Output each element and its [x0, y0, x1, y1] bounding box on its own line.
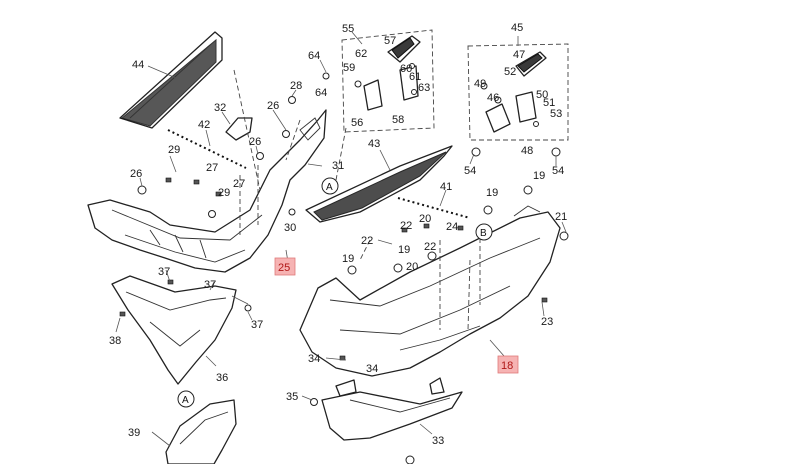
callout-60: 60 — [400, 63, 412, 75]
callout-52: 52 — [504, 66, 516, 78]
callout-37: 37 — [204, 279, 216, 291]
callout-57: 57 — [384, 35, 396, 47]
callout-50: 50 — [536, 89, 548, 101]
callout-58: 58 — [392, 114, 404, 126]
callout-38: 38 — [109, 335, 121, 347]
part-41-trim-strip — [397, 197, 471, 219]
callout-37: 37 — [251, 319, 263, 331]
part-36-lower-left-cover — [111, 275, 237, 385]
callout-34: 34 — [308, 353, 320, 365]
svg-text:A: A — [182, 395, 189, 406]
callout-26: 26 — [130, 168, 142, 180]
callout-30: 30 — [284, 222, 296, 234]
callout-20: 20 — [406, 261, 418, 273]
callout-46: 46 — [487, 92, 499, 104]
callout-42: 42 — [198, 119, 210, 131]
callout-39: 39 — [128, 427, 140, 439]
part-18-right-cover — [299, 205, 561, 377]
callout-19: 19 — [342, 253, 354, 265]
callout-19: 19 — [486, 187, 498, 199]
callout-41: 41 — [440, 181, 452, 193]
callout-43: 43 — [368, 138, 380, 150]
callout-55: 55 — [342, 23, 354, 35]
callout-labels: 44 32 42 26 26 26 28 64 64 55 62 59 57 6… — [109, 22, 567, 447]
highlighted-callout-25: 25 — [274, 257, 296, 276]
highlighted-callout-18: 18 — [497, 355, 519, 374]
callout-64: 64 — [315, 87, 327, 99]
callout-47: 47 — [513, 49, 525, 61]
callout-22: 22 — [424, 241, 436, 253]
callout-61: 61 — [409, 71, 421, 83]
callout-56: 56 — [351, 117, 363, 129]
part-43-upper-right-panel — [305, 145, 453, 223]
callout-23: 23 — [541, 316, 553, 328]
callout-54: 54 — [552, 165, 564, 177]
callout-33: 33 — [432, 435, 444, 447]
highlighted-label-18: 18 — [501, 360, 513, 372]
callout-22: 22 — [361, 235, 373, 247]
callout-20: 20 — [419, 213, 431, 225]
callout-36: 36 — [216, 372, 228, 384]
callout-27: 27 — [206, 162, 218, 174]
callout-26: 26 — [249, 136, 261, 148]
callout-29: 29 — [168, 144, 180, 156]
part-25-left-cover — [87, 109, 327, 273]
part-32-cap — [225, 117, 253, 141]
callout-29: 29 — [218, 187, 230, 199]
reference-marker-a-upper: A — [321, 177, 339, 195]
callout-64: 64 — [308, 50, 320, 62]
footrest-bracket-group-45 — [467, 43, 569, 141]
callout-19: 19 — [398, 244, 410, 256]
callout-53: 53 — [550, 108, 562, 120]
callout-48: 48 — [521, 145, 533, 157]
highlighted-label-25: 25 — [278, 262, 290, 274]
part-44-upper-panel — [119, 31, 223, 129]
callout-28: 28 — [290, 80, 302, 92]
callout-63: 63 — [418, 82, 430, 94]
callout-32: 32 — [214, 102, 226, 114]
reference-marker-b: B — [475, 223, 493, 241]
reference-marker-a-lower: A — [177, 390, 195, 408]
callout-31: 31 — [332, 160, 344, 172]
callout-22: 22 — [400, 220, 412, 232]
callout-51: 51 — [543, 97, 555, 109]
part-39-bottom-cover — [165, 399, 237, 464]
svg-text:B: B — [480, 228, 487, 239]
callout-19: 19 — [533, 170, 545, 182]
svg-text:A: A — [326, 182, 333, 193]
callout-24: 24 — [446, 221, 458, 233]
callout-59: 59 — [343, 62, 355, 74]
callout-44: 44 — [132, 59, 144, 71]
callout-34: 34 — [366, 363, 378, 375]
callout-49: 49 — [474, 78, 486, 90]
footrest-bracket-group-55 — [341, 29, 435, 133]
callout-45: 45 — [511, 22, 523, 34]
callout-21: 21 — [555, 211, 567, 223]
callout-37: 37 — [158, 266, 170, 278]
callout-26: 26 — [267, 100, 279, 112]
callout-54: 54 — [464, 165, 476, 177]
fasteners — [119, 72, 569, 464]
callout-27: 27 — [233, 178, 245, 190]
callout-35: 35 — [286, 391, 298, 403]
part-33-lower-trim — [321, 377, 463, 441]
callout-62: 62 — [355, 48, 367, 60]
